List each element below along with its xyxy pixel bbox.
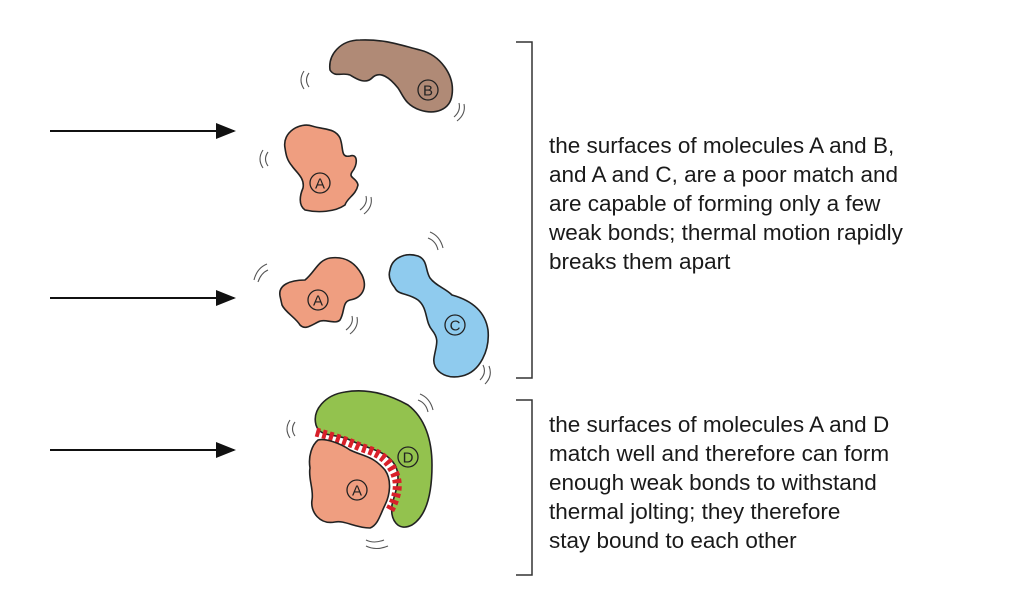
caption-line: are capable of forming only a few bbox=[549, 191, 881, 216]
molecule-a-2: A bbox=[253, 256, 366, 335]
caption-line: stay bound to each other bbox=[549, 528, 797, 553]
caption-line: thermal jolting; they therefore bbox=[549, 499, 841, 524]
bracket-poor-match bbox=[516, 41, 533, 379]
caption-line: match well and therefore can form bbox=[549, 441, 890, 466]
caption-line: breaks them apart bbox=[549, 249, 731, 274]
caption-line: weak bonds; thermal motion rapidly bbox=[549, 220, 903, 245]
label-c: C bbox=[450, 318, 461, 335]
bracket-good-match bbox=[516, 399, 533, 576]
caption-good-match: the surfaces of molecules A and D match … bbox=[549, 410, 1034, 555]
label-a-2: A bbox=[313, 293, 323, 310]
caption-line: enough weak bonds to withstand bbox=[549, 470, 877, 495]
molecule-c: C bbox=[388, 231, 491, 385]
molecule-a-1: A bbox=[259, 124, 372, 215]
bond-stripes bbox=[314, 427, 402, 513]
complex-a-d: D A bbox=[286, 390, 434, 550]
molecule-d bbox=[314, 390, 433, 528]
label-a-1: A bbox=[315, 176, 325, 193]
caption-line: and A and C, are a poor match and bbox=[549, 162, 898, 187]
label-a-3: A bbox=[352, 483, 362, 500]
molecule-b: B bbox=[300, 39, 465, 122]
label-b: B bbox=[423, 83, 433, 100]
label-d: D bbox=[403, 450, 414, 467]
caption-line: the surfaces of molecules A and B, bbox=[549, 133, 895, 158]
caption-poor-match: the surfaces of molecules A and B, and A… bbox=[549, 131, 1034, 276]
caption-line: the surfaces of molecules A and D bbox=[549, 412, 890, 437]
